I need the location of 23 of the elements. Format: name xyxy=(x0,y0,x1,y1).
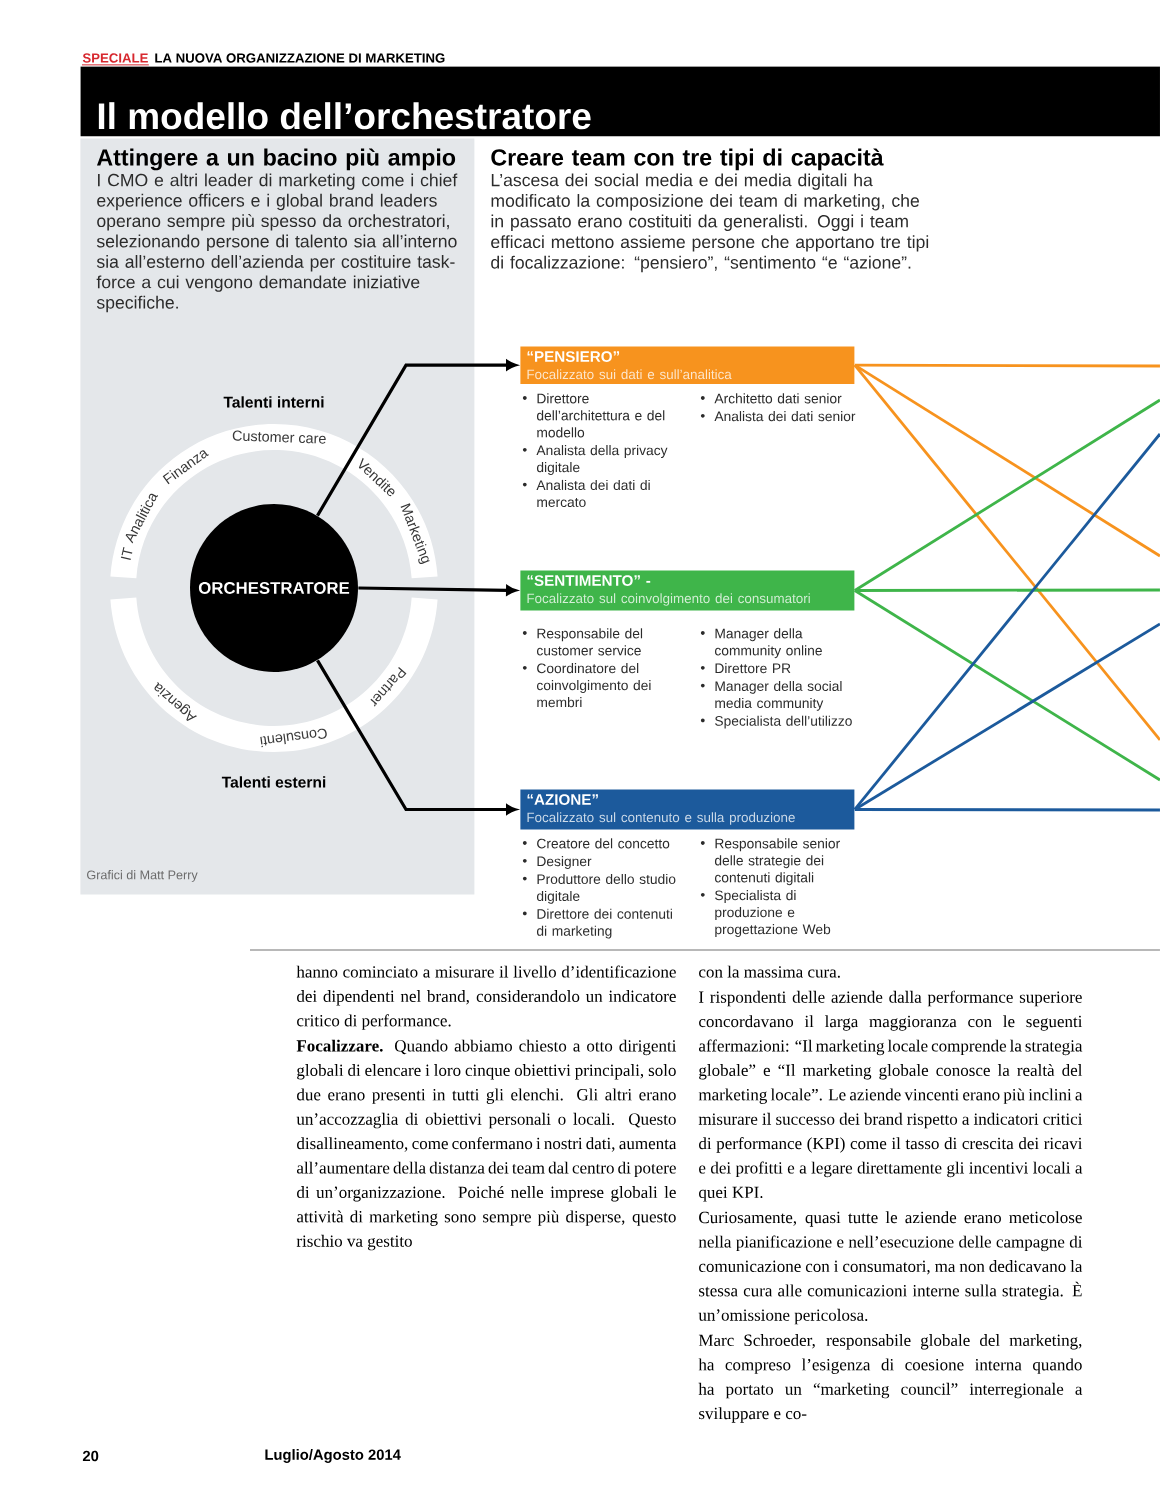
heading: Attingere a un bacino più ampio xyxy=(96,148,456,171)
paragraph: Curiosamente, quasi tutte le aziende erano meticolose nella pianificazione e nell’esecuzione delle campagne di comunicazione con i consumatori, ma non dedicavano la stessa cura alle comunicazioni interne sulla strategia. È un’omissione pericolosa. xyxy=(698,1211,1083,1325)
paragraph: hanno cominciato a misurare il livello d’identificazione dei dipendenti nel brand, considerandolo un indicatore critico di performance. xyxy=(296,965,676,1030)
title-bar: Il modello dell’orchestratore xyxy=(80,66,1160,137)
connector-line xyxy=(854,363,1160,368)
heading: Creare team con tre tipi di capacità xyxy=(491,148,884,171)
arrow xyxy=(358,585,517,596)
paragraph: Marc Schroeder, responsabile globale del marketing, ha compreso l’esigenza di coesione interna quando ha portato un “marketing council” interregionale a sviluppare e co- xyxy=(698,1334,1083,1423)
connector-line xyxy=(854,398,1160,592)
connector-line xyxy=(853,433,1160,811)
paragraph: con la massima cura. xyxy=(699,965,840,978)
paragraph: Focalizzare. Quando abbiamo chiesto a otto dirigenti globali di elencare i loro cinque obiettivi principali, solo due erano presenti in tutti gli elenchi. Gli altri erano un’accozzaglia di obiettivi personali o locali. Questo disallineamento, come confermano i nostri dati, aumenta all’aumentare della distanza dei team dal centro di potere di un’organizzazione. Poiché nelle imprese globali le attività di marketing sono sempre più disperse, questo rischio va gestito xyxy=(296,1039,677,1251)
arrow xyxy=(316,659,517,815)
paragraph: I CMO e altri leader di marketing come i chief experience officers e i global brand leaders operano sempre più spesso da orchestratori, selezionando persone di talento sia all’interno sia all’esterno dell’azienda per costituire task-force a cui vengono demandate iniziative specifiche. xyxy=(96,173,458,313)
connector-line xyxy=(854,588,1160,592)
connector-line xyxy=(854,622,1160,811)
paragraph: I rispondenti delle aziende dalla performance superiore concordavano il larga maggioranza con le seguenti affermazioni: “Il marketing locale comprende la strategia globale” e “Il marketing globale conosce la realtà del marketing locale”. Le aziende vincenti erano più inclini a misurare il successo dei brand rispetto a indicatori critici di performance (KPI) come il tasso di crescita dei ricavi e dei profitti e a legare direttamente gli incentivi locali a quei KPI. xyxy=(698,990,1083,1202)
arrow xyxy=(316,360,517,517)
connector-line xyxy=(853,364,1160,741)
connector-line xyxy=(854,589,1160,782)
paragraph: L’ascesa dei social media e dei media digitali ha modificato la composizione dei team di marketing, che in passato erano costituiti da generalisti. Oggi i team efficaci mettono assieme persone che apportano tre tipi di focalizzazione: “pensiero”, “sentimento “e “azione”. xyxy=(491,173,929,273)
connector-line xyxy=(854,363,1160,558)
connector-line xyxy=(854,808,1160,812)
